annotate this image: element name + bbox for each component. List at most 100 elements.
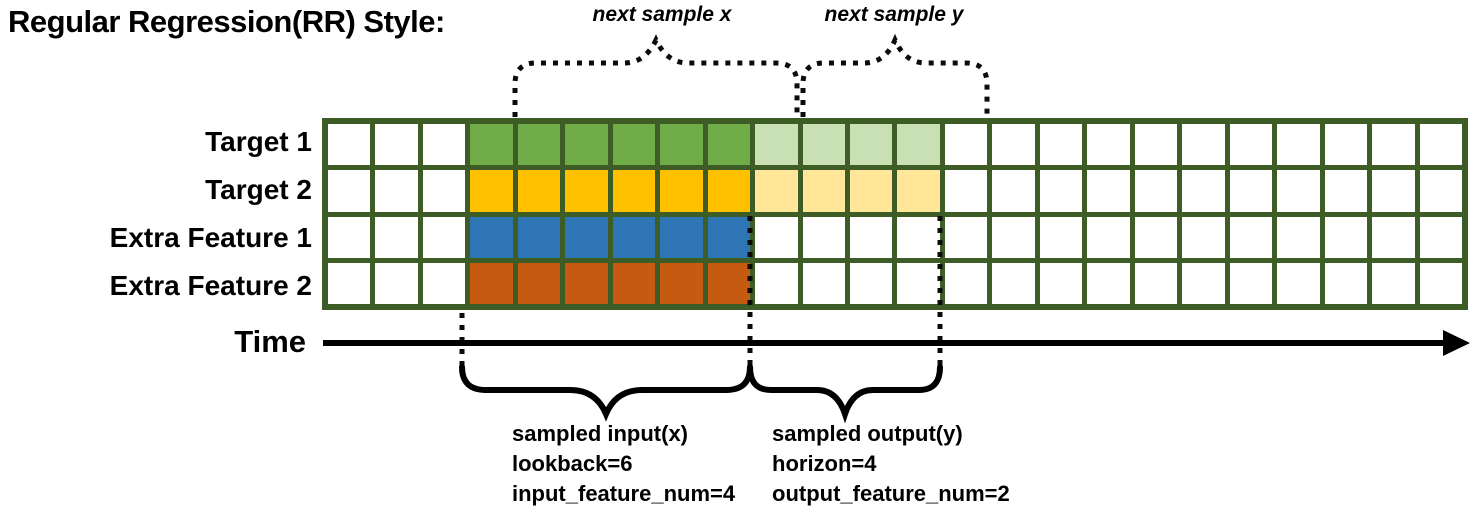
grid-cell — [422, 216, 466, 258]
grid-cell — [1087, 124, 1130, 166]
grid-cell — [1229, 216, 1273, 258]
grid-cell — [944, 216, 988, 258]
grid-cell — [375, 262, 418, 304]
grid-cell — [1324, 262, 1368, 304]
sampled-output-title: sampled output(y) — [772, 421, 963, 446]
grid-cell — [850, 170, 893, 212]
row-label-extra-feature-1: Extra Feature 1 — [109, 222, 312, 253]
time-axis-label: Time — [234, 324, 306, 359]
grid-cell — [1277, 216, 1320, 258]
grid-cell — [897, 216, 940, 258]
grid-cell — [375, 216, 418, 258]
sampled-input-title: sampled input(x) — [512, 421, 689, 446]
grid-cell — [1182, 170, 1225, 212]
grid-cell — [707, 170, 751, 212]
grid-cell — [660, 262, 703, 304]
grid-cell — [517, 216, 561, 258]
grid-cell — [328, 262, 371, 304]
grid-cell — [707, 216, 751, 258]
grid-cell — [660, 124, 703, 166]
grid-cell — [1419, 216, 1462, 258]
grid-cell — [755, 262, 798, 304]
row-label-target-1: Target 1 — [205, 126, 312, 157]
grid-cell — [1277, 124, 1320, 166]
grid-cell — [1372, 216, 1415, 258]
grid-cell — [565, 170, 608, 212]
grid-cell — [944, 262, 988, 304]
sampled-output-annotation: sampled output(y) horizon=4 output_featu… — [772, 419, 1010, 509]
input-feature-num-value: input_feature_num=4 — [512, 481, 736, 506]
next-sample-y-brace — [800, 33, 990, 117]
grid-cell — [612, 262, 656, 304]
grid-cell — [1087, 262, 1130, 304]
lookback-value: lookback=6 — [512, 451, 633, 476]
row-label-extra-feature-2: Extra Feature 2 — [109, 270, 312, 301]
grid-cell — [1039, 124, 1083, 166]
grid-cell — [707, 124, 751, 166]
grid-cell — [850, 216, 893, 258]
grid-cell — [565, 124, 608, 166]
grid-cell — [1372, 124, 1415, 166]
grid-cell — [565, 262, 608, 304]
grid-cell — [1419, 170, 1462, 212]
grid-cell — [850, 262, 893, 304]
next-sample-y-label: next sample y — [824, 3, 964, 26]
grid-cell — [992, 262, 1035, 304]
grid-cell — [375, 124, 418, 166]
grid-cell — [944, 170, 988, 212]
grid-cell — [1324, 124, 1368, 166]
grid-cell — [1229, 170, 1273, 212]
sampled-input-brace — [459, 364, 753, 422]
grid-cell — [897, 262, 940, 304]
grid-cell — [517, 170, 561, 212]
grid-cell — [328, 124, 371, 166]
grid-cell — [1087, 216, 1130, 258]
grid-cell — [1372, 262, 1415, 304]
grid-cell — [375, 170, 418, 212]
grid-cell — [612, 170, 656, 212]
grid-cell — [660, 170, 703, 212]
grid-cell — [755, 216, 798, 258]
grid-cell — [470, 124, 513, 166]
diagram-title: Regular Regression(RR) Style: — [8, 4, 445, 39]
grid-cell — [1229, 262, 1273, 304]
grid-cell — [755, 124, 798, 166]
grid-cell — [328, 216, 371, 258]
grid-cell — [1324, 216, 1368, 258]
grid-cell — [1134, 216, 1178, 258]
next-sample-x-label: next sample x — [592, 3, 732, 26]
grid-cell — [802, 216, 846, 258]
grid-cell — [1134, 262, 1178, 304]
grid-cell — [422, 170, 466, 212]
grid-cell — [897, 124, 940, 166]
grid-cell — [1087, 170, 1130, 212]
sampled-output-brace — [747, 364, 943, 424]
grid-cell — [755, 170, 798, 212]
grid-cell — [422, 262, 466, 304]
grid-cell — [612, 216, 656, 258]
grid-cell — [992, 216, 1035, 258]
grid-cell — [1419, 262, 1462, 304]
grid-cell — [992, 124, 1035, 166]
grid-cell — [802, 124, 846, 166]
output-feature-num-value: output_feature_num=2 — [772, 481, 1010, 506]
grid-cell — [470, 262, 513, 304]
grid-cell — [1039, 170, 1083, 212]
grid-cell — [1039, 262, 1083, 304]
grid-cell — [1182, 216, 1225, 258]
horizon-value: horizon=4 — [772, 451, 877, 476]
grid-cell — [565, 216, 608, 258]
grid-cell — [1372, 170, 1415, 212]
sample-grid — [322, 118, 1468, 310]
grid-cell — [1039, 216, 1083, 258]
grid-cell — [470, 216, 513, 258]
grid-cell — [1324, 170, 1368, 212]
grid-cell — [660, 216, 703, 258]
grid-cell — [517, 124, 561, 166]
grid-cell — [1134, 124, 1178, 166]
grid-cell — [802, 170, 846, 212]
grid-cell — [1182, 124, 1225, 166]
grid-cell — [517, 262, 561, 304]
grid-cell — [328, 170, 371, 212]
